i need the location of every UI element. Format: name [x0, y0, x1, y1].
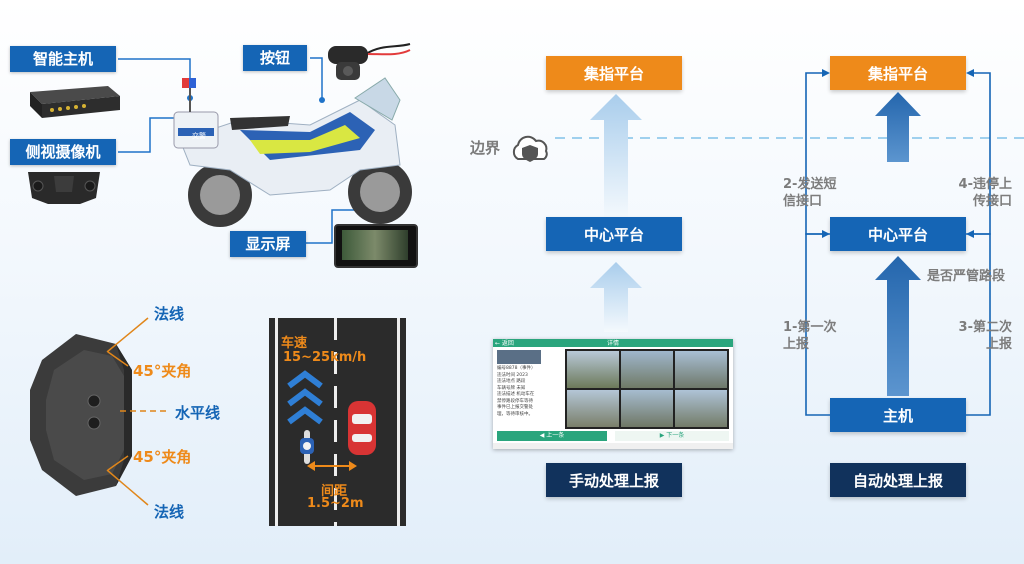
road-diagram: 车速 15~25km/h 间距 1.5~2m	[269, 318, 406, 526]
auto-step4-line2: 传接口	[972, 194, 1012, 209]
cloud-shield-icon	[512, 135, 548, 162]
auto-host-box: 主机	[830, 398, 966, 432]
motorcycle-topview-icon	[300, 430, 314, 464]
auto-step3-line2: 上报	[985, 337, 1012, 352]
app-photo	[567, 390, 619, 427]
police-motorcycle-image: 交警	[173, 77, 412, 227]
angle-top-label: 45°夹角	[133, 362, 192, 380]
app-photo	[621, 390, 673, 427]
manual-center-platform-box: 中心平台	[546, 217, 682, 251]
button-device-image	[328, 43, 411, 80]
lane-line-right	[397, 318, 400, 526]
manual-command-platform-box: 集指平台	[546, 56, 682, 90]
auto-upper-arrow-icon	[875, 92, 921, 162]
auto-step4-label: 4-违停上 传接口	[952, 176, 1012, 210]
lane-line-left	[275, 318, 278, 526]
manual-lower-arrow-icon	[590, 262, 642, 332]
auto-step1-line2: 上报	[783, 337, 810, 352]
direction-chevrons-icon	[287, 370, 323, 425]
app-photo	[675, 390, 727, 427]
motorcycle-text: 交警	[192, 131, 206, 140]
app-info-line: 违法时间 2023	[497, 372, 528, 378]
auto-command-platform-box: 集指平台	[830, 56, 966, 90]
host-device-image	[30, 86, 120, 118]
speed-value: 15~25km/h	[283, 350, 367, 365]
app-info-line: 理，等待审核中。	[497, 411, 533, 417]
horizontal-line-label: 水平线	[175, 404, 221, 422]
app-tab-right: ▶ 下一条	[615, 431, 729, 441]
auto-step3-line1: 3-第二次	[958, 320, 1012, 335]
display-screen-image	[334, 224, 418, 268]
app-tab-left-label: ◀ 上一条	[539, 432, 565, 439]
auto-lower-arrow-icon	[875, 256, 921, 396]
app-photo	[567, 351, 619, 388]
auto-step1-label: 1-第一次 上报	[783, 319, 836, 353]
normal-line-bottom-label: 法线	[154, 503, 185, 521]
auto-question-label: 是否严管路段	[927, 269, 1006, 284]
distance-arrow-icon	[307, 461, 357, 471]
app-screenshot-header: ← 返回 详情	[493, 339, 733, 347]
app-info-thumb	[497, 350, 541, 364]
app-header-title: 详情	[607, 340, 620, 347]
button-label: 按钮	[243, 45, 307, 71]
side-camera-label: 侧视摄像机	[10, 139, 116, 165]
display-label: 显示屏	[230, 231, 306, 257]
gap-label: 间距	[321, 484, 348, 499]
auto-step2-line1: 2-发送短	[783, 177, 837, 192]
app-bottom-bar	[493, 443, 733, 449]
boundary-label: 边界	[470, 139, 501, 157]
app-info-line: 事件已上报交警处	[497, 405, 533, 410]
auto-step3-label: 3-第二次 上报	[952, 319, 1012, 353]
speed-label: 车速	[281, 336, 308, 351]
app-info-line: 车辆号牌 未知	[497, 385, 526, 391]
app-back-button: ← 返回	[495, 340, 514, 347]
app-info-line: 违法地点 路段	[497, 379, 526, 384]
gap-value: 1.5~2m	[307, 496, 364, 511]
app-info-line: 违法描述 机动车在	[497, 392, 535, 397]
side-camera-image	[28, 172, 100, 204]
host-label: 智能主机	[10, 46, 116, 72]
auto-step2-label: 2-发送短 信接口	[783, 176, 836, 210]
app-info-list: 编号8878（事件） 违法时间 2023 违法地点 路段 车辆号牌 未知 违法描…	[497, 366, 563, 418]
app-tab-right-label: ▶ 下一条	[659, 432, 685, 439]
app-tab-left: ◀ 上一条	[497, 431, 607, 441]
auto-step4-line1: 4-违停上	[958, 177, 1012, 192]
manual-report-caption: 手动处理上报	[546, 463, 682, 497]
app-info-line: 编号8878（事件）	[497, 366, 536, 371]
lane-line-center	[334, 318, 337, 526]
camera-side-view	[30, 334, 132, 496]
angle-bottom-label: 45°夹角	[133, 448, 192, 466]
manual-upper-arrow-icon	[590, 94, 642, 218]
app-photo	[621, 351, 673, 388]
app-screenshot-panel: ← 返回 详情 编号8878（事件） 违法时间 2023 违法地点 路段 车辆号…	[493, 339, 733, 449]
app-info-line: 禁停路段停车等待	[497, 398, 533, 404]
app-photo	[675, 351, 727, 388]
car-topview-icon	[348, 401, 376, 455]
auto-report-caption: 自动处理上报	[830, 463, 966, 497]
auto-step2-line2: 信接口	[783, 194, 823, 209]
app-photo-grid	[565, 349, 729, 429]
auto-step1-line1: 1-第一次	[783, 320, 837, 335]
auto-center-platform-box: 中心平台	[830, 217, 966, 251]
normal-line-top-label: 法线	[154, 305, 185, 323]
